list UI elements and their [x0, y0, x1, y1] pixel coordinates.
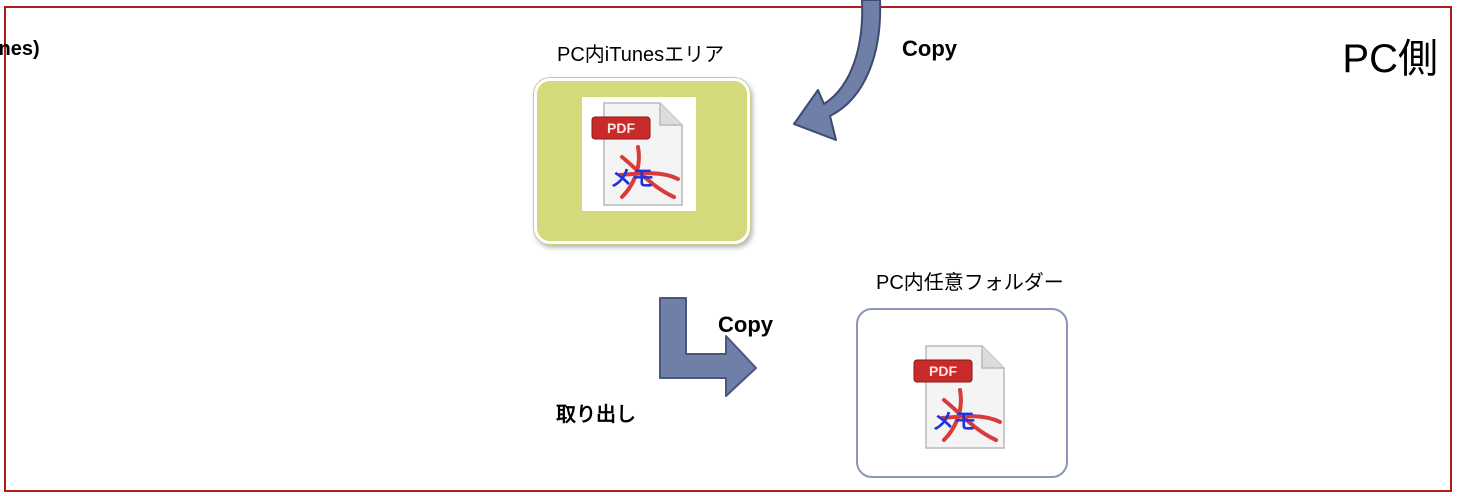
- itunes-area-label: PC内iTunesエリア: [557, 44, 725, 66]
- pc-side-title: PC側: [1342, 37, 1438, 81]
- pdf-badge-text: PDF: [607, 120, 635, 136]
- clipped-left-text: iTunes): [0, 38, 40, 60]
- copy-bottom-label: Copy: [718, 312, 773, 337]
- any-folder-label: PC内任意フォルダー: [876, 272, 1064, 294]
- pdf-file-graphic: PDF: [913, 345, 1005, 449]
- copy-top-label: Copy: [902, 36, 957, 61]
- bent-extract-arrow: [659, 297, 757, 397]
- pdf-badge-text: PDF: [929, 363, 957, 379]
- itunes-area-box: PDF メモ: [534, 78, 750, 244]
- pc-side-frame: [4, 6, 1452, 492]
- memo-label: メモ: [610, 166, 655, 191]
- extract-label: 取り出し: [556, 404, 636, 426]
- pdf-file-icon: PDF メモ: [904, 340, 1018, 454]
- memo-label: メモ: [932, 409, 977, 434]
- pdf-file-icon: PDF メモ: [582, 97, 696, 211]
- curved-copy-arrow: [793, 0, 882, 141]
- any-folder-box: PDF メモ: [856, 308, 1068, 478]
- clipped-left-label: iTunes): [0, 38, 60, 61]
- pdf-file-graphic: PDF: [591, 102, 683, 206]
